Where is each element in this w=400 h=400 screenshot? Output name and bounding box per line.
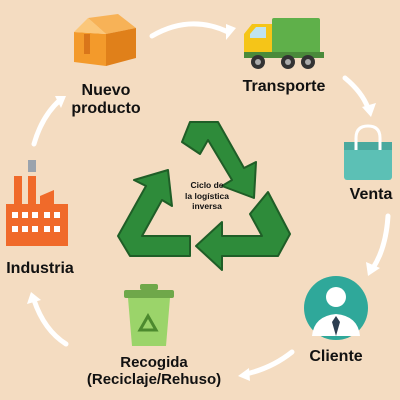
arrowhead-2 xyxy=(362,103,376,117)
cycle-arrowheads xyxy=(27,24,380,381)
arrowhead-4 xyxy=(238,368,250,381)
shopping-bag-icon xyxy=(344,124,392,180)
recycle-bin-icon xyxy=(124,284,174,346)
truck-icon xyxy=(244,18,324,69)
node-transporte: Transporte xyxy=(242,78,326,95)
customer-icon xyxy=(304,276,368,340)
center-caption-line-2: la logística xyxy=(185,190,229,201)
node-venta: Venta xyxy=(349,186,393,203)
arrow-product-to-transport xyxy=(149,21,231,39)
arrowhead-1 xyxy=(226,24,236,40)
nuevo-producto-line-2: producto xyxy=(71,100,141,118)
arrow-transport-to-sale xyxy=(342,75,371,111)
center-caption: Ciclo de la logística inversa xyxy=(168,180,246,212)
arrow-client-to-collection xyxy=(243,349,295,377)
arrow-industry-to-product xyxy=(31,97,63,147)
recycle-arrow-left xyxy=(117,169,191,257)
node-recogida: Recogida (Reciclaje/Rehuso) xyxy=(64,354,244,389)
box-icon xyxy=(74,14,136,66)
node-industria: Industria xyxy=(6,260,74,277)
recogida-line-2: (Reciclaje/Rehuso) xyxy=(86,371,222,389)
cycle-arrows xyxy=(31,21,391,377)
recogida-line-1: Recogida xyxy=(120,354,188,371)
factory-icon xyxy=(6,160,68,246)
nuevo-producto-line-1: Nuevo xyxy=(81,82,131,99)
arrow-collection-to-industry xyxy=(31,297,69,347)
recycle-arrow-right xyxy=(195,191,291,271)
node-nuevo-producto: Nuevo producto xyxy=(58,82,154,119)
center-caption-line-1: Ciclo de xyxy=(190,180,224,190)
arrowhead-3 xyxy=(366,262,380,276)
center-caption-line-3: inversa xyxy=(192,201,222,212)
recycle-arrow-top xyxy=(181,121,257,199)
arrow-sale-to-client xyxy=(370,213,391,271)
arrowhead-6 xyxy=(55,96,66,108)
node-cliente: Cliente xyxy=(309,348,363,365)
arrowhead-5 xyxy=(27,292,41,304)
recycle-symbol-icon xyxy=(117,121,291,271)
